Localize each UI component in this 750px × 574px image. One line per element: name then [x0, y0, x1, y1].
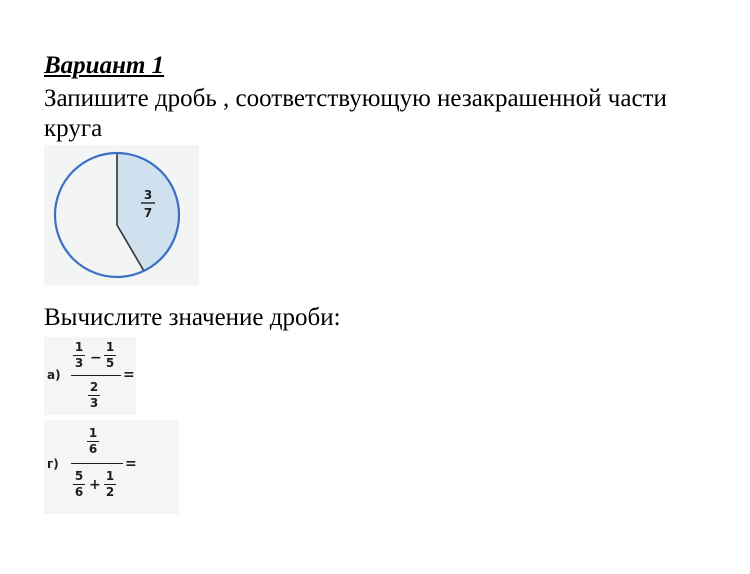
fraction-denominator: 2	[105, 485, 115, 499]
pie-fraction-numerator: 3	[144, 188, 152, 202]
fraction-denominator: 3	[89, 396, 99, 410]
pie-fraction-denominator: 7	[144, 206, 152, 220]
main-fraction-bar	[71, 463, 123, 464]
fraction-g-top: 1 6	[87, 427, 99, 456]
fraction-a-bottom: 2 3	[88, 381, 100, 410]
fraction-numerator: 1	[88, 426, 98, 440]
fraction-numerator: 2	[89, 380, 99, 394]
pie-circle-outline	[53, 151, 181, 279]
fraction-denominator: 3	[74, 356, 84, 370]
fraction-numerator: 1	[74, 340, 84, 354]
plus-sign: +	[89, 477, 101, 493]
expression-g-label: г)	[47, 457, 59, 471]
fraction-a-right: 1 5	[104, 341, 116, 370]
fraction-a-left: 1 3	[73, 341, 85, 370]
expression-a: а) 1 3 − 1 5 2 3 =	[44, 337, 136, 415]
fraction-g-left: 5 6	[73, 470, 85, 499]
task2-text: Вычислите значение дроби:	[44, 304, 341, 331]
fraction-denominator: 6	[88, 442, 98, 456]
fraction-numerator: 1	[105, 469, 115, 483]
task1-text: Запишите дробь , соответствующую незакра…	[44, 85, 667, 142]
minus-sign: −	[90, 350, 102, 366]
fraction-numerator: 5	[74, 469, 84, 483]
pie-chart: 3 7	[53, 151, 181, 279]
fraction-g-right: 1 2	[104, 470, 116, 499]
main-fraction-bar	[71, 375, 121, 376]
fraction-numerator: 1	[105, 340, 115, 354]
pie-figure: 3 7	[44, 145, 199, 285]
fraction-denominator: 6	[74, 485, 84, 499]
equals-sign: =	[125, 456, 137, 472]
expression-a-label: а)	[47, 368, 61, 382]
equals-sign: =	[123, 367, 135, 383]
fraction-denominator: 5	[105, 356, 115, 370]
expression-g: г) 1 6 5 6 + 1 2 =	[44, 420, 179, 514]
variant-title: Вариант 1	[44, 52, 165, 79]
